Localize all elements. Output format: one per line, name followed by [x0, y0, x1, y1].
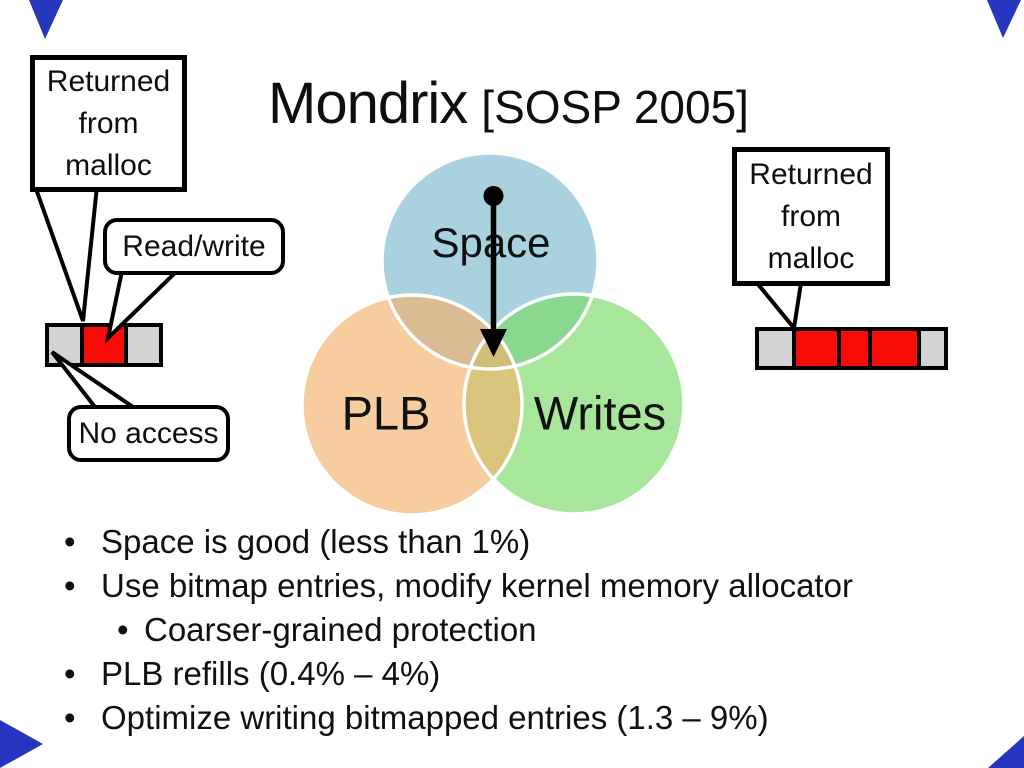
bullet-text: Coarser-grained protection	[144, 611, 537, 648]
memory-bar-left	[45, 323, 163, 367]
callout-line: Returned	[46, 64, 171, 98]
corner-triangle-top-right-icon	[987, 0, 1021, 38]
space-arrow-dot-icon	[483, 186, 504, 206]
callout-line: malloc	[767, 241, 855, 275]
callout-no-access: No access	[67, 405, 230, 462]
memory-cell-red	[80, 327, 128, 363]
venn-label-writes: Writes	[533, 386, 667, 440]
bullet-icon: •	[117, 611, 129, 648]
callout-line: Returned	[749, 157, 873, 191]
venn-label-plb: PLB	[341, 386, 431, 440]
memory-bar-right	[755, 327, 948, 370]
title-citation: [SOSP 2005]	[481, 81, 749, 133]
bullet-icon: •	[64, 655, 76, 692]
slide-title: Mondrix [SOSP 2005]	[268, 70, 749, 137]
bullet-text: PLB refills (0.4% – 4%)	[101, 655, 441, 692]
memory-cell-red	[837, 331, 868, 366]
bullet-icon: •	[64, 523, 76, 560]
space-arrowhead-icon	[480, 329, 507, 357]
callout-line: from	[78, 106, 139, 140]
bullet-list: • Space is good (less than 1%) • Use bit…	[0, 520, 1010, 740]
memory-cell-gray	[759, 331, 792, 366]
memory-cell-gray	[128, 327, 159, 363]
callout-returned-from-malloc-left: Returned from malloc	[30, 55, 187, 192]
callout-returned-from-malloc-right: Returned from malloc	[732, 147, 890, 286]
bullet-text: Optimize writing bitmapped entries (1.3 …	[101, 699, 769, 736]
callout-read-write: Read/write	[103, 218, 285, 275]
memory-cell-gray	[49, 327, 80, 363]
callout-line: malloc	[65, 148, 152, 182]
callout-line: from	[781, 199, 841, 233]
memory-cell-gray	[917, 331, 944, 366]
bullet-icon: •	[64, 699, 76, 736]
corner-triangle-bottom-right-icon	[988, 736, 1024, 768]
list-item: • Coarser-grained protection	[0, 608, 1010, 652]
list-item: • Optimize writing bitmapped entries (1.…	[0, 696, 1010, 740]
venn-label-space: Space	[431, 219, 551, 266]
list-item: • Use bitmap entries, modify kernel memo…	[0, 564, 1010, 608]
title-main: Mondrix	[268, 71, 468, 136]
memory-cell-red	[868, 331, 917, 366]
bullet-text: Use bitmap entries, modify kernel memory…	[101, 567, 853, 604]
list-item: • Space is good (less than 1%)	[0, 520, 1010, 564]
right-malloc-pointer	[752, 281, 804, 333]
memory-cell-red	[792, 331, 837, 366]
corner-triangle-top-left-icon	[29, 0, 63, 39]
bullet-icon: •	[64, 567, 76, 604]
list-item: • PLB refills (0.4% – 4%)	[0, 652, 1010, 696]
left-malloc-pointer	[32, 184, 100, 322]
bullet-text: Space is good (less than 1%)	[101, 523, 531, 560]
